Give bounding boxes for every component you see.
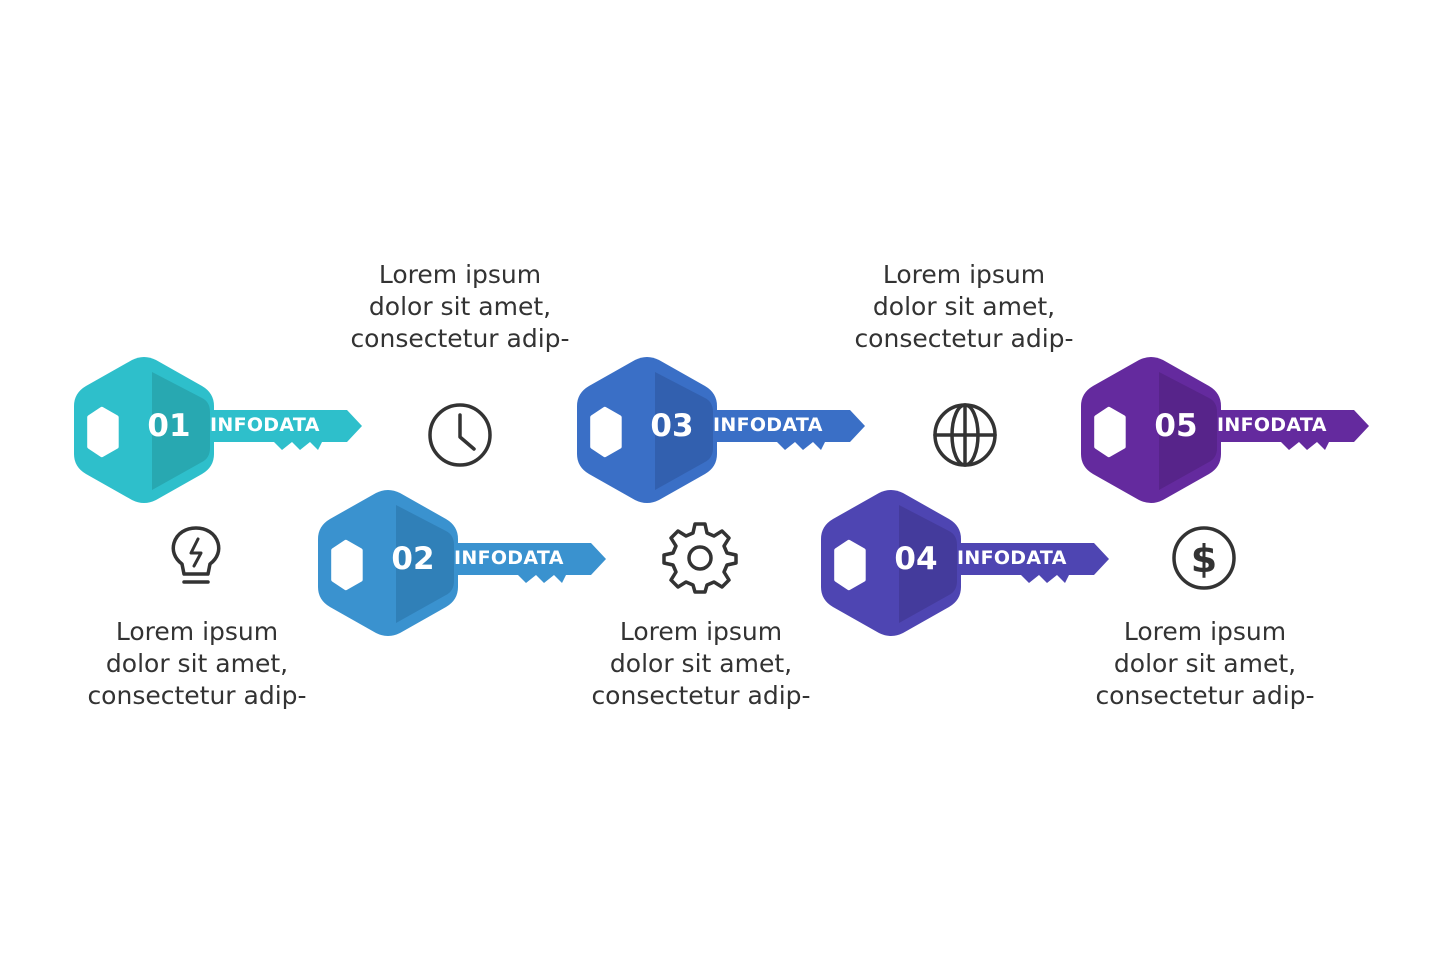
description-line: Lorem ipsum [882, 260, 1046, 289]
description-line: Lorem ipsum [619, 617, 783, 646]
step-label: INFODATA [454, 547, 564, 569]
description-line: consectetur adip- [591, 681, 811, 710]
key-head-shade [1159, 372, 1217, 490]
key-step-2: 02 INFODATA [316, 483, 616, 643]
key-step-1: 01 INFODATA [72, 350, 372, 510]
key-head-shade [655, 372, 713, 490]
description-line: dolor sit amet, [105, 649, 289, 678]
svg-text:$: $ [1191, 537, 1217, 581]
clock-icon [422, 397, 498, 473]
step-number: 04 [894, 541, 938, 577]
key-step-5: 05 INFODATA [1079, 350, 1379, 510]
key-head-shade [899, 505, 957, 623]
step-5-description: Lorem ipsum dolor sit amet, consectetur … [1055, 616, 1355, 712]
step-number: 01 [147, 408, 191, 444]
description-line: dolor sit amet, [1113, 649, 1297, 678]
description-line: Lorem ipsum [115, 617, 279, 646]
description-line: dolor sit amet, [368, 292, 552, 321]
step-number: 03 [650, 408, 694, 444]
key-head-shade [152, 372, 210, 490]
step-label: INFODATA [957, 547, 1067, 569]
hexagon-icon [590, 406, 622, 458]
hexagon-icon [87, 406, 119, 458]
key-shaft [441, 543, 606, 583]
step-number: 05 [1154, 408, 1198, 444]
key-shape [1081, 357, 1369, 503]
lightbulb-icon [158, 520, 234, 596]
step-3-description: Lorem ipsum dolor sit amet, consectetur … [551, 616, 851, 712]
key-head-shade [396, 505, 454, 623]
hexagon-icon [834, 539, 866, 591]
key-shaft [197, 410, 362, 450]
key-shape [821, 490, 1109, 636]
key-step-4: 04 INFODATA [819, 483, 1119, 643]
description-line: consectetur adip- [1095, 681, 1315, 710]
step-4-description: Lorem ipsum dolor sit amet, consectetur … [814, 259, 1114, 355]
description-line: dolor sit amet, [609, 649, 793, 678]
description-line: consectetur adip- [350, 324, 570, 353]
step-label: INFODATA [713, 414, 823, 436]
key-shape [577, 357, 865, 503]
key-shaft [1204, 410, 1369, 450]
step-2-description: Lorem ipsum dolor sit amet, consectetur … [310, 259, 610, 355]
step-label: INFODATA [210, 414, 320, 436]
step-label: INFODATA [1217, 414, 1327, 436]
key-shape [318, 490, 606, 636]
description-line: Lorem ipsum [1123, 617, 1287, 646]
gear-icon [662, 520, 738, 596]
key-shaft [700, 410, 865, 450]
step-1-description: Lorem ipsum dolor sit amet, consectetur … [47, 616, 347, 712]
description-line: consectetur adip- [854, 324, 1074, 353]
key-shape [74, 357, 362, 503]
description-line: consectetur adip- [87, 681, 307, 710]
hexagon-icon [1094, 406, 1126, 458]
step-number: 02 [391, 541, 435, 577]
key-step-3: 03 INFODATA [575, 350, 875, 510]
globe-icon [927, 397, 1003, 473]
description-line: dolor sit amet, [872, 292, 1056, 321]
hexagon-icon [331, 539, 363, 591]
key-shaft [944, 543, 1109, 583]
dollar-icon: $ [1166, 520, 1242, 596]
description-line: Lorem ipsum [378, 260, 542, 289]
